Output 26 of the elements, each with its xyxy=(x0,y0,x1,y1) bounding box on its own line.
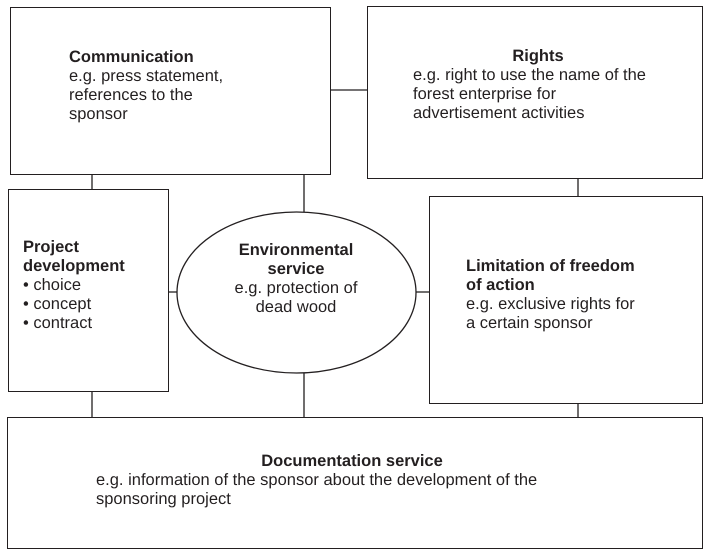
connector-line xyxy=(303,372,305,417)
connector-line xyxy=(416,291,429,293)
rectangle-box xyxy=(367,6,703,179)
connector-line xyxy=(91,392,93,417)
ellipse-node xyxy=(176,211,417,374)
rectangle-box xyxy=(429,196,703,404)
bullet-item: • contract xyxy=(23,314,94,333)
node-description: e.g. exclusive rights for a certain sponsor xyxy=(466,295,636,333)
connector-line xyxy=(577,179,579,196)
connector-line xyxy=(91,175,93,189)
node-description: e.g. protection of dead wood xyxy=(234,279,358,317)
node-heading: Project development xyxy=(23,238,126,276)
node-heading: Rights xyxy=(511,47,565,66)
node-description: e.g. information of the sponsor about the development of the sponsoring project xyxy=(96,471,538,509)
connector-line xyxy=(303,175,305,212)
bullet-item: • choice xyxy=(23,276,82,295)
node-description: e.g. right to use the name of the forest enterprise for advertisement activities xyxy=(413,66,647,123)
rectangle-box xyxy=(8,189,169,392)
node-heading: Communication xyxy=(69,48,195,67)
connector-line xyxy=(331,89,367,91)
connector-line xyxy=(577,404,579,417)
node-description: e.g. press statement, references to the sponsor xyxy=(69,67,224,124)
rectangle-box xyxy=(10,7,331,175)
bullet-item: • concept xyxy=(23,295,92,314)
rectangle-box xyxy=(7,417,703,549)
node-heading: Documentation service xyxy=(260,452,444,471)
